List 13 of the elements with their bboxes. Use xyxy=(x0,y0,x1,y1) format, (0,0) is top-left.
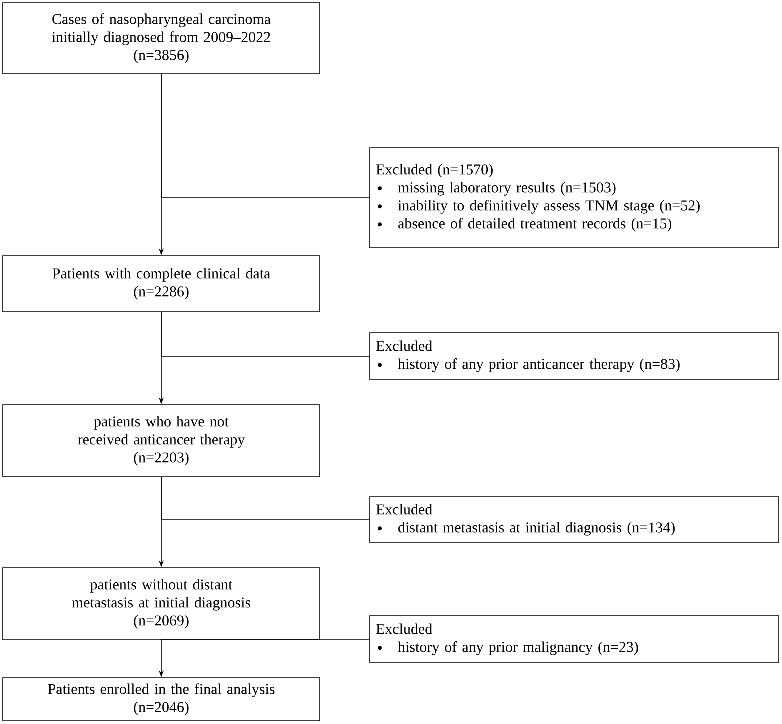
connector-line xyxy=(161,639,370,641)
process-box: Patients with complete clinical data (n=2286) xyxy=(2,256,320,312)
process-box: Cases of nasopharyngeal carcinoma initially diagnosed from 2009–2022 (n=3856) xyxy=(2,2,320,74)
process-box: patients who have not received anticancer therapy (n=2203) xyxy=(2,404,320,478)
exclusion-box: Excluded distant metastasis at initial diagnosis (n=134) xyxy=(370,496,780,544)
exclusion-box: Excluded history of any prior malignancy (n=23) xyxy=(370,616,780,664)
connector-line xyxy=(161,74,370,198)
process-box: Patients enrolled in the final analysis (n=2046) xyxy=(2,678,320,722)
connector-line xyxy=(161,312,370,357)
connector-line xyxy=(161,477,370,520)
process-box: patients without distant metastasis at initial diagnosis (n=2069) xyxy=(2,568,320,640)
exclusion-box: Excluded history of any prior anticancer therapy (n=83) xyxy=(370,332,780,380)
exclusion-box: Excluded (n=1570) missing laboratory results (n=1503) inability to definitively assess TNM stage (n=52) absence of detailed treatment records (n=15) xyxy=(370,148,780,248)
